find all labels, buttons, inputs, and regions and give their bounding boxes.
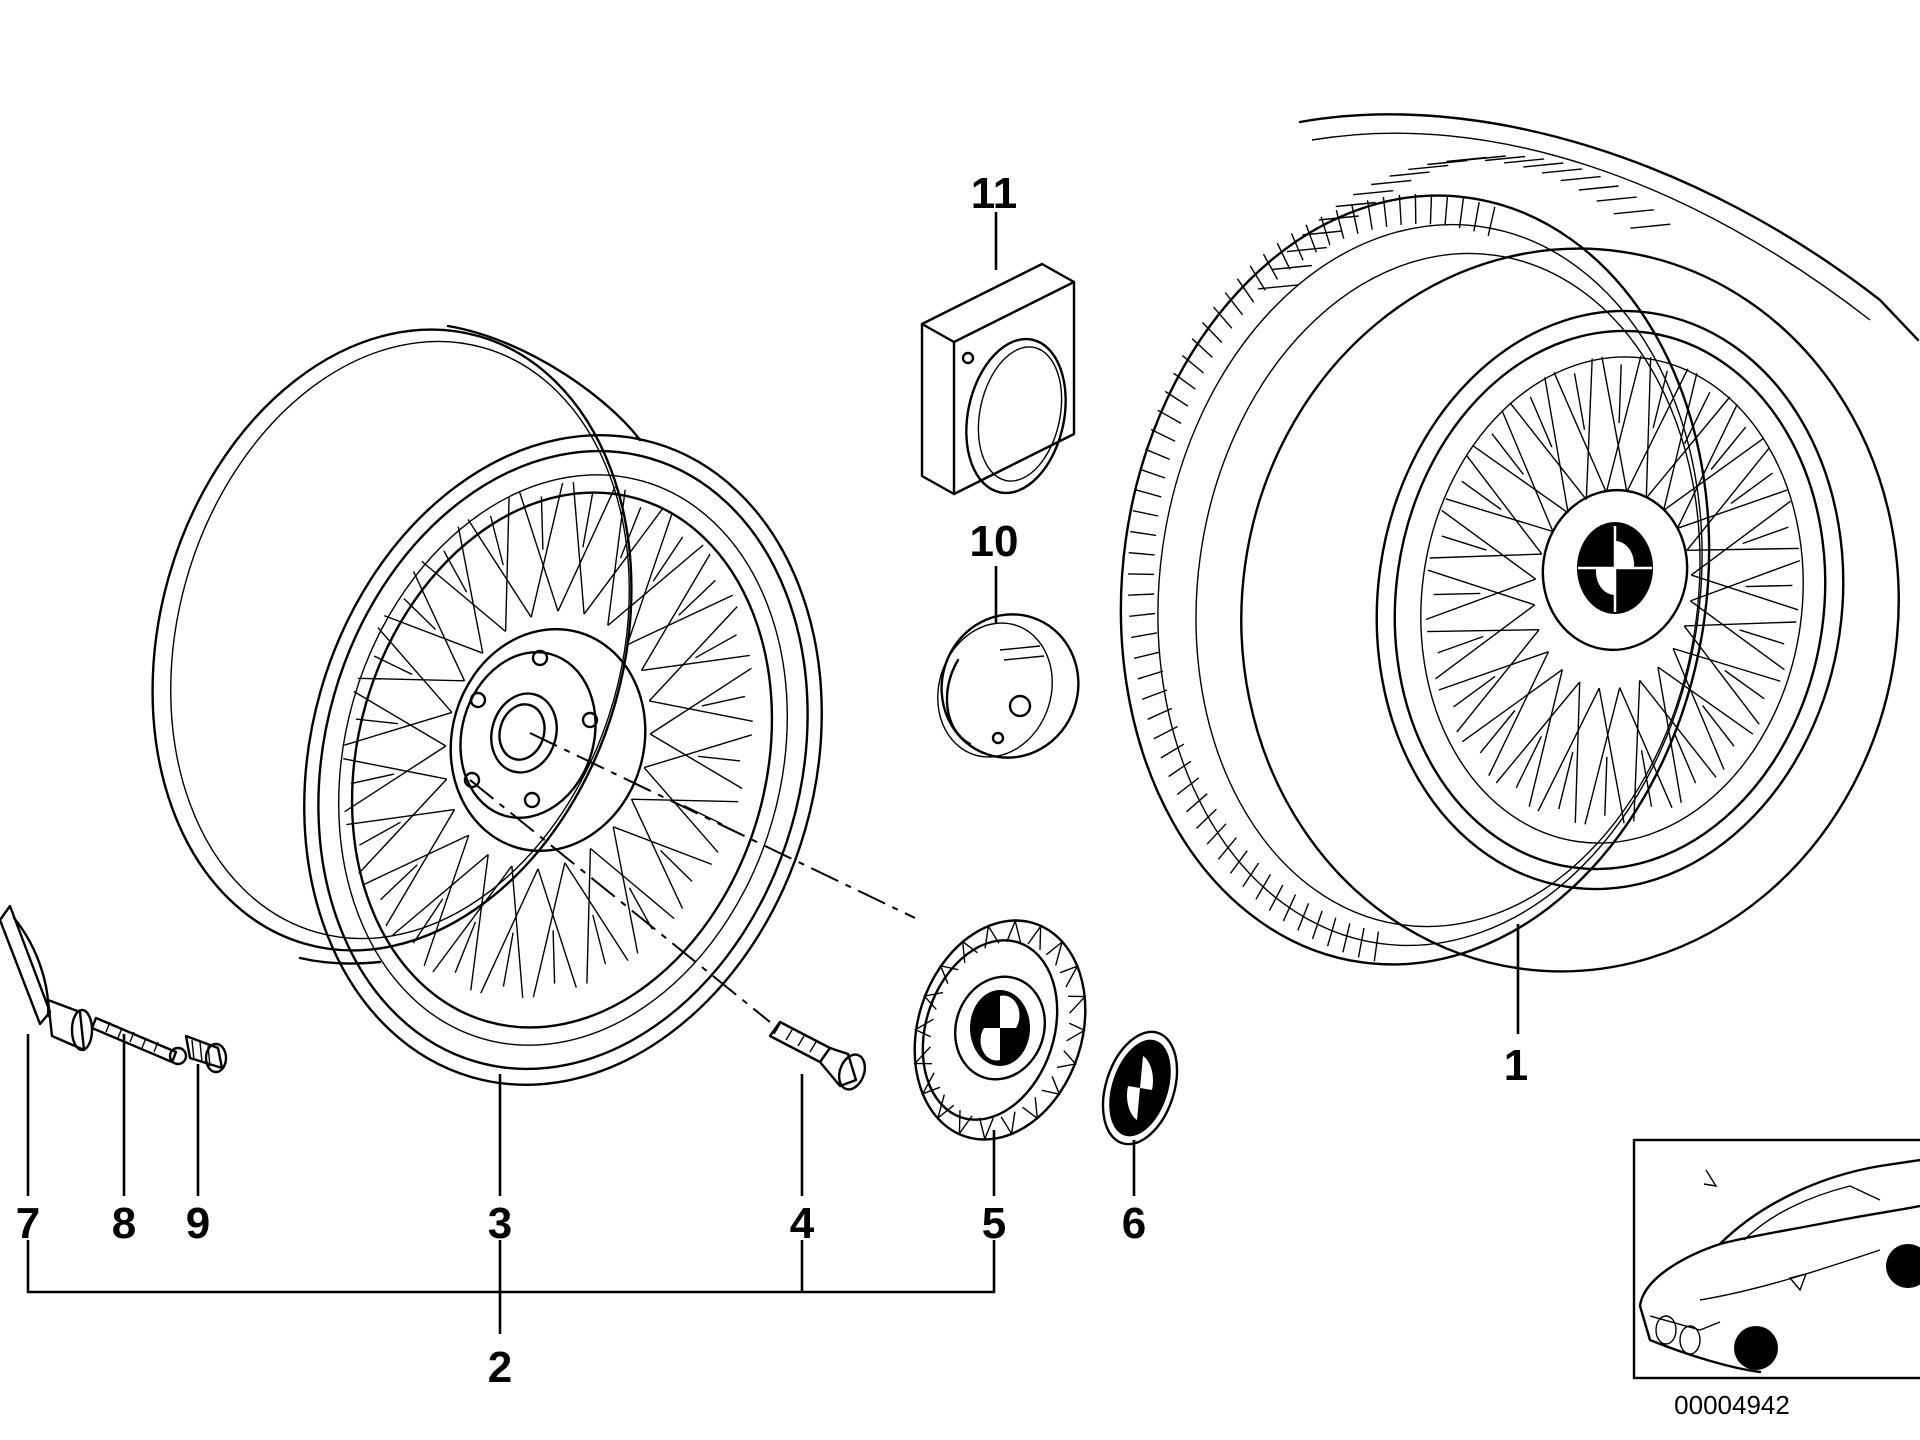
complete-wheel-drawing: [1119, 113, 1920, 973]
locator-inset: [1632, 1138, 1920, 1380]
rim-drawing: [151, 324, 823, 1086]
hub-cap-drawing: [937, 613, 1080, 759]
label-part-8: 8: [112, 1199, 136, 1248]
locator-front-wheel-marker: [1734, 1326, 1778, 1370]
cap-teeth: [913, 918, 1087, 1142]
rim-spoke-mesh: [343, 482, 753, 998]
valve-core-drawing: [90, 1016, 188, 1066]
valve-drawing: [0, 904, 94, 1052]
wheel-spoke-mesh: [1425, 355, 1801, 825]
centering-ring-drawing: [920, 262, 1076, 496]
car-silhouette: [1638, 1158, 1920, 1374]
label-part-11: 11: [971, 169, 1018, 218]
label-part-4: 4: [790, 1199, 815, 1248]
diagram-number: 00004942: [1674, 1390, 1790, 1420]
label-part-10: 10: [970, 517, 1019, 566]
label-part-6: 6: [1122, 1199, 1146, 1248]
tyre-tread-pattern: [1127, 155, 1671, 962]
emblem-drawing: [1101, 1030, 1179, 1146]
wheel-bolt-drawing: [768, 1020, 867, 1091]
leader-lines: [26, 212, 1520, 1334]
label-part-3: 3: [488, 1199, 512, 1248]
center-cap-drawing: [913, 918, 1087, 1142]
valve-cap-drawing: [184, 1034, 228, 1074]
label-part-5: 5: [982, 1199, 1006, 1248]
bolt-axis-line: [469, 779, 771, 1023]
label-part-7: 7: [16, 1199, 40, 1248]
label-part-9: 9: [186, 1199, 210, 1248]
label-part-2: 2: [488, 1343, 512, 1392]
label-part-1: 1: [1504, 1041, 1528, 1090]
locator-rear-wheel-marker: [1886, 1244, 1920, 1288]
assembly-axis-line: [529, 732, 916, 919]
